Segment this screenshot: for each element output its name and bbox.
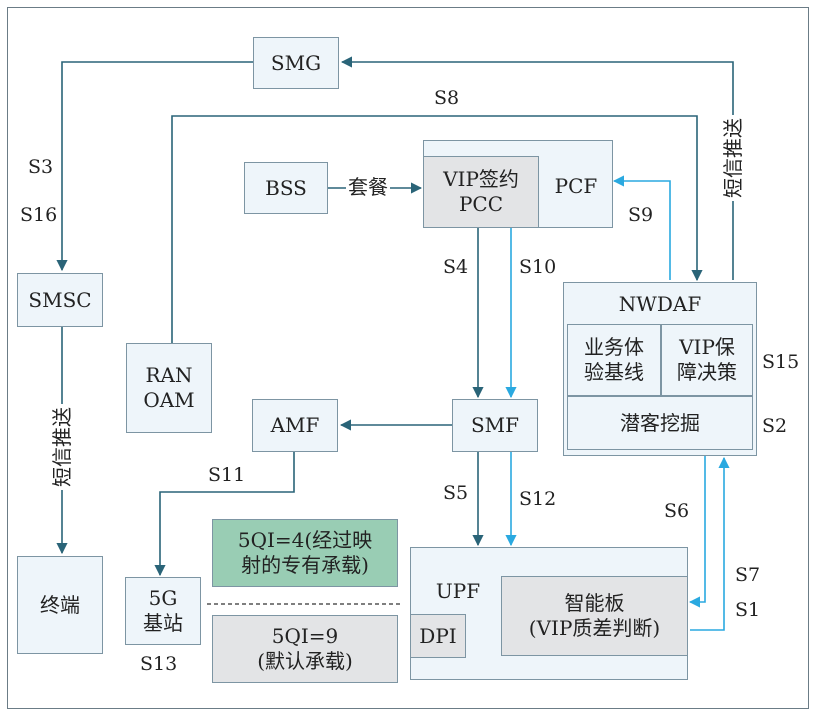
gnb-node: 5G 基站 (125, 577, 201, 645)
label-s8: S8 (434, 87, 460, 109)
bss-node: BSS (244, 162, 328, 214)
label-s7: S7 (735, 564, 761, 586)
smart-board-node: 智能板 (VIP质差判断) (501, 576, 688, 656)
s6-line (688, 455, 706, 608)
potential-customer-node: 潜客挖掘 (567, 396, 753, 450)
label-s4: S4 (443, 256, 469, 278)
s11-line (154, 452, 295, 577)
ran-oam-node: RAN OAM (126, 343, 212, 433)
qos9-bearer: 5QI=9 (默认承载) (212, 615, 398, 683)
upf-label: UPF (435, 578, 481, 603)
s7-s1-line (690, 456, 730, 631)
label-s9: S9 (628, 204, 654, 226)
s3-s16-line (56, 61, 253, 272)
label-s5: S5 (443, 482, 469, 504)
smf-node: SMF (452, 399, 538, 452)
label-s2: S2 (762, 415, 788, 437)
nwdaf-title: NWDAF (618, 291, 702, 316)
label-s6: S6 (664, 500, 690, 522)
label-s3: S3 (28, 156, 54, 178)
experience-baseline-node: 业务体 验基线 (567, 324, 661, 396)
label-sms-push-right: 短信推送 (721, 115, 745, 201)
label-s13: S13 (140, 653, 178, 675)
nwdaf-to-smg-line (340, 56, 734, 280)
pcf-label: PCF (554, 173, 598, 198)
label-sms-push-left: 短信推送 (50, 404, 74, 490)
label-s12: S12 (519, 488, 557, 510)
label-package: 套餐 (346, 175, 390, 199)
label-s10: S10 (519, 256, 557, 278)
qos4-bearer: 5QI=4(经过映 射的专有承载) (212, 519, 398, 587)
s8-line (171, 115, 703, 343)
label-s1: S1 (735, 599, 761, 621)
amf-node: AMF (252, 399, 338, 452)
smg-node: SMG (253, 37, 339, 89)
dpi-node: DPI (410, 614, 466, 658)
s9-line (612, 175, 671, 280)
vip-pcc-node: VIP签约 PCC (423, 156, 539, 228)
label-s11: S11 (208, 464, 246, 486)
label-s15: S15 (762, 351, 800, 373)
label-s16: S16 (20, 204, 58, 226)
figure-frame (7, 7, 809, 709)
terminal-node: 终端 (17, 556, 103, 654)
smsc-node: SMSC (17, 273, 103, 327)
vip-assurance-node: VIP保 障决策 (661, 324, 753, 396)
